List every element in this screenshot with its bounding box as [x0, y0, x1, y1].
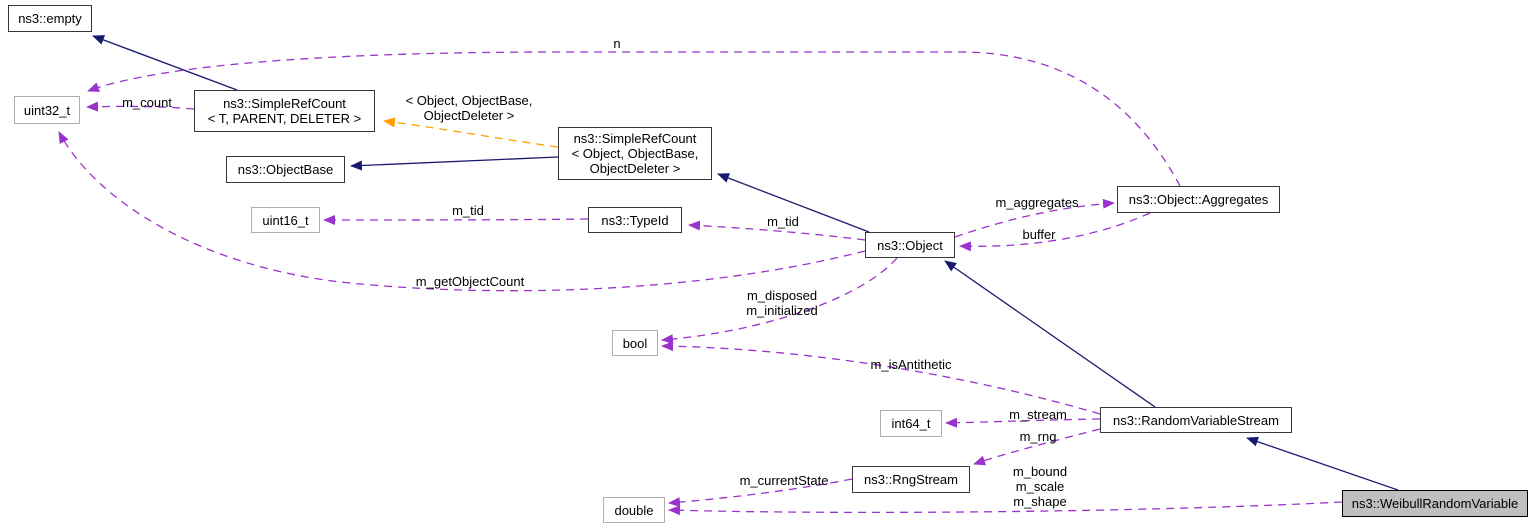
edge-member-m-tid-object [688, 220, 866, 241]
edge-label-m-bound-scale-shape: m_bound m_scale m_shape [1012, 464, 1068, 509]
edge-inheritance-simplerefcountObject-to-objectbase [350, 156, 559, 171]
node-ns3-typeid[interactable]: ns3::TypeId [588, 207, 682, 233]
edge-label-m-stream: m_stream [1009, 407, 1067, 422]
node-ns3-objectbase[interactable]: ns3::ObjectBase [226, 156, 345, 183]
node-int64-t: int64_t [880, 410, 942, 437]
node-ns3-simplerefcount-template[interactable]: ns3::SimpleRefCount < T, PARENT, DELETER… [194, 90, 375, 132]
edge-inheritance-weibull-to-randomvariablestream [1246, 436, 1399, 491]
node-ns3-weibullrandomvariable: ns3::WeibullRandomVariable [1342, 490, 1528, 517]
edge-member-m-tid-uint16 [323, 214, 589, 225]
edge-member-buffer [959, 212, 1151, 252]
edge-inheritance-object-to-simplerefcountObject [717, 173, 870, 233]
node-ns3-simplerefcount-object[interactable]: ns3::SimpleRefCount < Object, ObjectBase… [558, 127, 712, 180]
edge-label-m-getobjectcount: m_getObjectCount [415, 274, 525, 289]
node-ns3-object-aggregates[interactable]: ns3::Object::Aggregates [1117, 186, 1280, 213]
edge-label-buffer: buffer [1022, 227, 1056, 242]
edge-inheritance-simplerefcountT-to-empty [92, 35, 238, 91]
edge-member-m-rng [973, 428, 1101, 466]
node-ns3-empty[interactable]: ns3::empty [8, 5, 92, 32]
edge-label-m-currentstate: m_currentState [739, 473, 829, 488]
node-ns3-object[interactable]: ns3::Object [865, 232, 955, 258]
edge-member-m-disposed-initialized [661, 257, 898, 345]
node-uint32-t: uint32_t [14, 96, 80, 124]
node-ns3-randomvariablestream[interactable]: ns3::RandomVariableStream [1100, 407, 1292, 433]
edge-member-m-bound-scale-shape [668, 501, 1343, 516]
edge-label-n: n [613, 36, 621, 51]
edge-label-m-rng: m_rng [1019, 429, 1057, 444]
node-double: double [603, 497, 665, 523]
edge-member-m-getobjectcount [58, 131, 866, 292]
edge-label-m-isantithetic: m_isAntithetic [870, 357, 952, 372]
edge-label-m-aggregates: m_aggregates [995, 195, 1079, 210]
edge-label-m-disposed-initialized: m_disposed m_initialized [746, 288, 818, 318]
edge-inheritance-randomvariablestream-to-object [944, 260, 1156, 408]
node-ns3-rngstream[interactable]: ns3::RngStream [852, 466, 970, 493]
edge-member-n [87, 51, 1181, 187]
node-uint16-t: uint16_t [251, 207, 320, 233]
node-bool: bool [612, 330, 658, 356]
edge-member-m-aggregates [954, 198, 1115, 238]
edge-label-m-count: m_count [122, 95, 172, 110]
edge-label-m-tid-uint16: m_tid [452, 203, 484, 218]
edge-label-m-tid-object: m_tid [767, 214, 799, 229]
edge-label-template-args: < Object, ObjectBase, ObjectDeleter > [405, 93, 533, 123]
edge-template-instantiation [383, 117, 559, 148]
edge-member-m-stream [945, 417, 1101, 428]
